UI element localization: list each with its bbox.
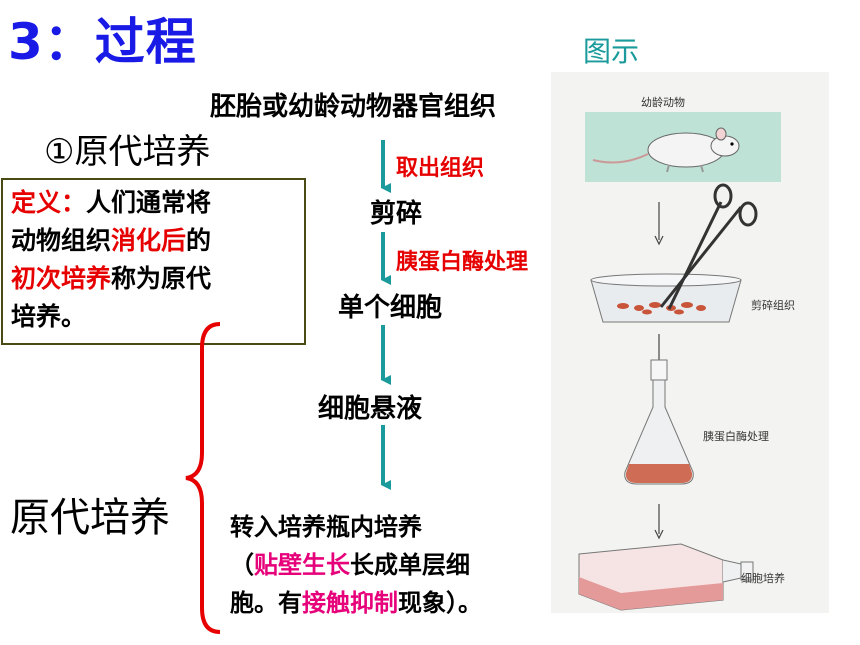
section-subtitle: ①原代培养 bbox=[44, 132, 211, 172]
definition-label: 定义： bbox=[11, 188, 87, 217]
illustration-drawing bbox=[578, 112, 781, 611]
petri-dish-icon bbox=[590, 273, 742, 323]
slide-title: 3：过程 bbox=[8, 13, 197, 71]
mouse-icon bbox=[592, 127, 740, 173]
culture-bottle-icon bbox=[578, 543, 754, 611]
flow-step4: 转入培养瓶内培养 bbox=[230, 513, 422, 541]
flow-arrows bbox=[381, 140, 391, 490]
definition-line-3: 初次培养称为原代 bbox=[11, 264, 212, 293]
brace-label: 原代培养 bbox=[10, 495, 170, 541]
figure-label: 图示 bbox=[583, 35, 640, 68]
process-illustration: 幼龄动物 bbox=[551, 72, 829, 613]
caption-mince: 剪碎组织 bbox=[751, 299, 795, 312]
caption-culture: 细胞培养 bbox=[741, 572, 785, 585]
flow-step1: 剪碎 bbox=[370, 199, 423, 229]
conical-flask-icon bbox=[624, 359, 694, 485]
red-brace bbox=[185, 322, 221, 634]
caption-trypsin: 胰蛋白酶处理 bbox=[703, 430, 769, 443]
flow-step1-label: 取出组织 bbox=[396, 156, 485, 181]
definition-line-2: 动物组织消化后的 bbox=[11, 226, 212, 255]
definition-line-4: 培养。 bbox=[11, 302, 87, 331]
flow-note-line1: （贴壁生长长成单层细 bbox=[230, 551, 470, 579]
definition-box: 定义：人们通常将 动物组织消化后的 初次培养称为原代 培养。 bbox=[1, 178, 306, 345]
flow-step2: 单个细胞 bbox=[338, 293, 443, 323]
definition-line-1: 定义：人们通常将 bbox=[11, 188, 212, 217]
flow-step3: 细胞悬液 bbox=[318, 394, 423, 424]
flow-source: 胚胎或幼龄动物器官组织 bbox=[210, 92, 497, 122]
flow-note-line2: 胞。有接触抑制现象）。 bbox=[230, 589, 482, 617]
flow-step2-label: 胰蛋白酶处理 bbox=[396, 250, 529, 275]
caption-animal: 幼龄动物 bbox=[641, 96, 685, 109]
scissors-icon bbox=[659, 183, 758, 310]
